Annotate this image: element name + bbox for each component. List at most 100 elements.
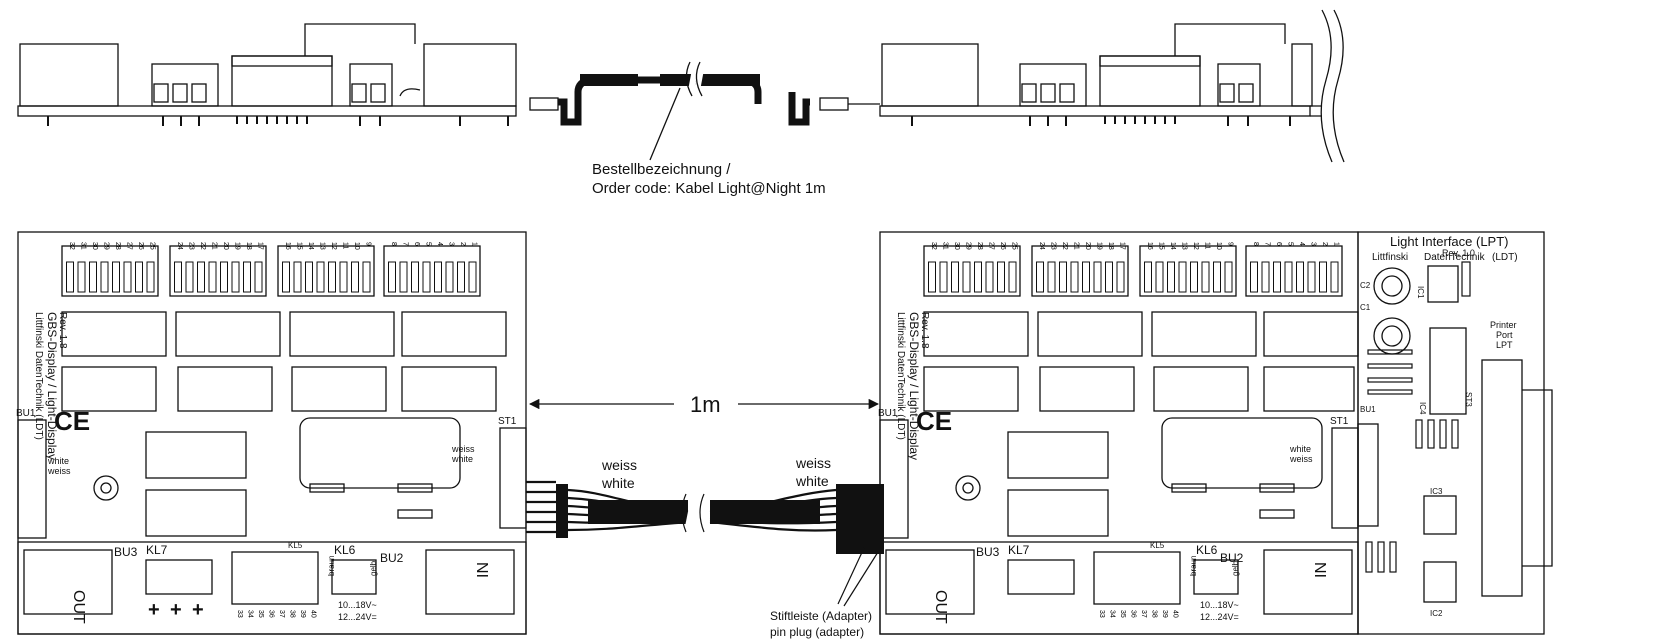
printer-port — [1481, 359, 1523, 597]
plus-3: + — [192, 599, 204, 621]
pin-terminal — [388, 261, 396, 293]
adapter-en: pin plug (adapter) — [770, 625, 864, 639]
pin-number: 14 — [307, 242, 314, 250]
ic4 — [1429, 327, 1467, 415]
ic2-label: IC2 — [1430, 609, 1443, 618]
kl5-connector — [231, 551, 319, 605]
pin-number: 5 — [425, 242, 432, 246]
pin-number: 24 — [1038, 242, 1045, 250]
ic1 — [1427, 265, 1459, 303]
pin-number: 5 — [1287, 242, 1294, 246]
pin-number: 9 — [365, 242, 372, 246]
interface-title: Light Interface (LPT) — [1390, 234, 1509, 249]
c2-label: C2 — [1360, 281, 1371, 290]
pin-terminal — [100, 261, 109, 293]
ic1-label: IC1 — [1416, 286, 1425, 299]
light-interface-board: Light Interface (LPT) Rev. 1.0 Littfinsk… — [1357, 231, 1553, 635]
pin-number: 11 — [342, 242, 349, 249]
gelb-label: gelb — [1231, 560, 1240, 576]
pin-terminal — [1047, 261, 1056, 293]
pin-number: 13 — [319, 242, 326, 250]
c1-label: C1 — [1360, 303, 1371, 312]
plus-1: + — [148, 599, 160, 621]
pin-number: 4 — [1298, 242, 1305, 246]
in-label: IN — [1313, 562, 1330, 578]
in-jack — [425, 549, 515, 615]
interface-maker2: DatenTechnik — [1424, 252, 1486, 263]
pin-terminal — [985, 261, 994, 293]
pin-terminal — [1307, 261, 1316, 293]
ce-mark: CE — [54, 406, 90, 436]
maker-label: Littfinski DatenTechnik (LDT) — [895, 312, 906, 440]
pin-terminal — [399, 261, 408, 293]
pin-terminal — [293, 261, 302, 293]
rev-label: Rev. 1.8 — [919, 312, 930, 349]
pin-number: 37 — [278, 610, 285, 618]
pin-number: 17 — [257, 242, 264, 250]
pin-number: 12 — [330, 242, 337, 250]
pin-terminal — [135, 261, 143, 293]
pin-number: 19 — [234, 242, 241, 250]
pin-terminal — [422, 261, 431, 293]
pin-terminal — [1213, 261, 1221, 293]
pin-number: 18 — [245, 242, 252, 250]
pin-number: 38 — [289, 610, 296, 618]
pin-number: 22 — [1061, 242, 1068, 250]
pin-number: 37 — [1140, 610, 1147, 618]
bu1-label: BU1 — [16, 408, 36, 419]
pin-number: 40 — [1172, 610, 1179, 618]
top-connectors — [923, 245, 1343, 297]
out-jack — [23, 549, 113, 615]
pin-terminal — [1261, 261, 1270, 293]
pin-number: 25 — [1011, 242, 1018, 250]
pin-number: 18 — [1107, 242, 1114, 250]
pin-number: 39 — [299, 610, 306, 618]
pin-number: 30 — [91, 242, 98, 250]
pin-number: 23 — [1050, 242, 1057, 250]
kl5-label: KL5 — [1150, 541, 1165, 550]
interface-resistors — [1365, 261, 1471, 573]
st3-label: ST3 — [1464, 392, 1473, 407]
maker-label: Littfinski DatenTechnik (LDT) — [33, 312, 44, 440]
pin-terminal — [351, 261, 359, 293]
ic4-label: IC4 — [1418, 402, 1427, 415]
pin-number: 15 — [296, 242, 303, 250]
pin-terminal — [185, 261, 194, 293]
pin-terminal — [1155, 261, 1164, 293]
pin-terminal — [411, 261, 419, 293]
plus-2: + — [170, 599, 182, 621]
pin-terminal — [434, 261, 442, 293]
pin-terminal — [146, 261, 155, 293]
pin-terminal — [123, 261, 132, 293]
pin-terminal — [220, 261, 228, 293]
pin-number: 27 — [126, 242, 133, 250]
printer-label: Printer — [1490, 320, 1517, 330]
pin-number: 34 — [247, 610, 254, 618]
braun-label: braun — [327, 556, 336, 576]
pin-terminal — [197, 261, 205, 293]
ic2 — [1423, 561, 1457, 603]
wire-right-en: white — [795, 473, 829, 489]
pin-number: 36 — [268, 610, 275, 618]
interface-maker1: Littfinski — [1372, 252, 1408, 263]
volt2-label: 12...24V= — [338, 612, 377, 622]
pin-number: 34 — [1109, 610, 1116, 618]
interface-maker3: (LDT) — [1492, 252, 1518, 263]
pin-terminal — [1190, 261, 1198, 293]
pin-terminal — [208, 261, 217, 293]
pin-number: 14 — [1169, 242, 1176, 250]
kl6-terminal — [331, 559, 377, 595]
pin-terminal — [89, 261, 97, 293]
pin-terminal — [243, 261, 251, 293]
flat-cable — [526, 480, 884, 607]
board-name-label: GBS-Display / Light-Display — [45, 312, 59, 460]
weiss-label: weiss — [47, 466, 71, 476]
distance-label: 1m — [690, 392, 721, 417]
pin-number: 26 — [137, 242, 144, 250]
pin-terminal — [974, 261, 982, 293]
wire-left-en: white — [601, 475, 635, 491]
pin-number: 2 — [459, 242, 466, 246]
interface-rev: Rev. 1.0 — [1442, 248, 1475, 258]
